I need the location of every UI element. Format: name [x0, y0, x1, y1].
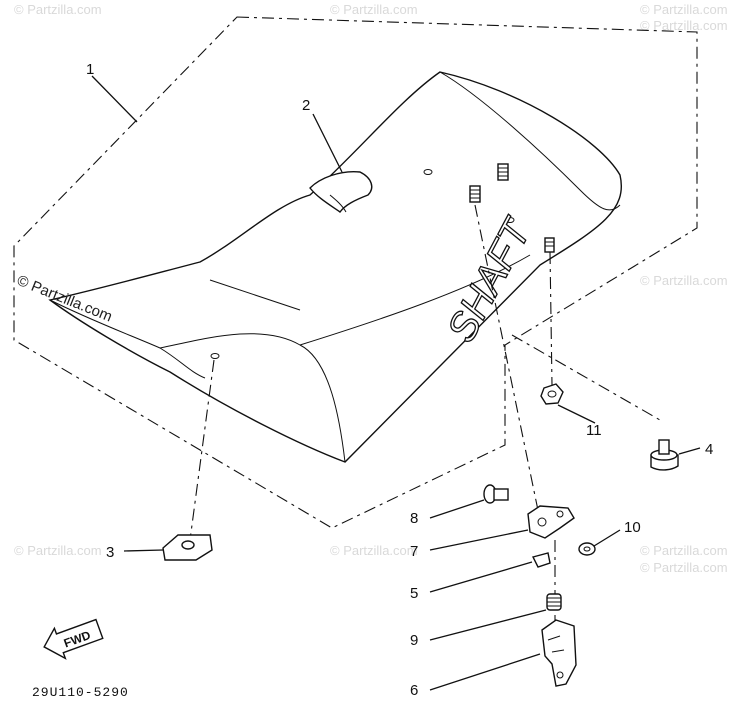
part-6-lock-hook — [541, 619, 577, 687]
callout-2: 2 — [302, 97, 310, 114]
seat-stud — [469, 185, 481, 203]
callout-9: 9 — [410, 632, 418, 649]
seat-stud — [544, 237, 555, 253]
callout-7: 7 — [410, 543, 418, 560]
callout-5: 5 — [410, 585, 418, 602]
part-11-nut — [540, 383, 564, 405]
fwd-arrow: FWD — [43, 618, 104, 660]
watermark: © Partzilla.com — [640, 273, 728, 288]
callout-10: 10 — [624, 519, 641, 536]
watermark: © Partzilla.com — [640, 560, 728, 575]
watermark: © Partzilla.com — [14, 543, 102, 558]
watermark-layer: © Partzilla.com © Partzilla.com © Partzi… — [14, 2, 728, 575]
phantom-line — [474, 204, 541, 521]
phantom-line — [511, 334, 661, 421]
part-3-bracket — [162, 534, 213, 561]
callout-1: 1 — [86, 61, 94, 78]
phantom-line — [189, 359, 215, 541]
phantom-line — [549, 251, 553, 386]
callout-3: 3 — [106, 544, 114, 561]
callout-6: 6 — [410, 682, 418, 699]
part-8-bolt — [483, 484, 509, 504]
part-9-spring — [546, 593, 562, 611]
seat-stud — [497, 163, 509, 181]
callout-4: 4 — [705, 441, 713, 458]
part-4-damper — [650, 439, 679, 471]
callout-labels: 1 2 3 4 5 6 7 8 9 10 11 — [86, 61, 713, 699]
seat-drawing: SHAFT — [48, 71, 622, 463]
watermark: © Partzilla.com — [640, 543, 728, 558]
part-7-latch-plate — [527, 505, 575, 539]
watermark: © Partzilla.com — [330, 2, 418, 17]
leader-lines — [91, 75, 701, 691]
callout-11: 11 — [586, 422, 602, 439]
assembly-boundary — [13, 16, 698, 529]
watermark: © Partzilla.com — [640, 18, 728, 33]
callout-8: 8 — [410, 510, 418, 527]
watermark: © Partzilla.com — [330, 543, 418, 558]
part-5-collar — [531, 552, 551, 568]
part-10-washer — [578, 542, 596, 556]
watermark: © Partzilla.com — [640, 2, 728, 17]
diagram-code: 29U110-5290 — [32, 685, 129, 700]
watermark: © Partzilla.com — [14, 2, 102, 17]
